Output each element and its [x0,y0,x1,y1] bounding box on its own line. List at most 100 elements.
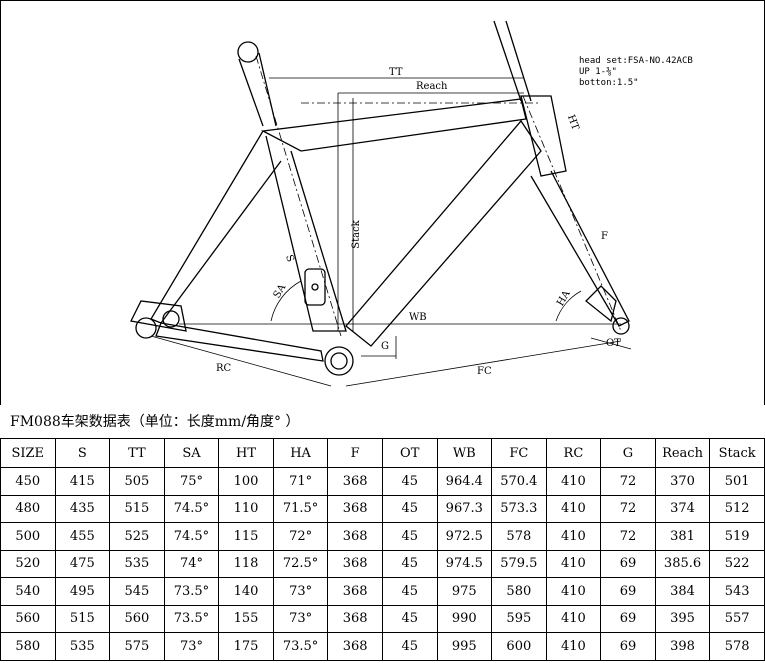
ot-label: OT [606,338,621,349]
table-cell: 964.4 [436,467,493,496]
table-cell: 155 [218,604,274,633]
table-cell: 74° [163,549,220,578]
table-cell: 540 [0,577,56,606]
table-cell: 175 [218,632,274,661]
table-cell: 573.3 [491,494,547,523]
fork-dropout [585,285,630,335]
table-header-cell: OT [381,438,438,468]
dimension-lines [150,55,632,387]
table-cell: 45 [381,577,438,606]
table-cell: 395 [654,604,711,633]
bike-frame-drawing [130,20,632,387]
table-cell: 975 [436,577,493,606]
table-cell: 370 [654,467,711,496]
table-cell: 73° [163,632,220,661]
spec-bottom: botton:1.5" [579,78,639,88]
table-cell: 535 [54,632,111,661]
table-cell: 100 [218,467,274,496]
table-cell: 368 [327,549,383,578]
table-cell: 45 [381,632,438,661]
table-cell: 580 [491,577,547,606]
table-cell: 545 [109,577,165,606]
table-cell: 410 [545,522,602,551]
table-header-cell: TT [109,438,165,468]
table-header-cell: SIZE [0,438,56,468]
table-cell: 45 [381,494,438,523]
table-header-cell: RC [545,438,602,468]
table-cell: 410 [545,467,602,496]
table-cell: 368 [327,604,383,633]
table-header-cell: Reach [654,438,711,468]
table-cell: 73.5° [272,632,329,661]
table-cell: 73.5° [163,577,220,606]
table-cell: 72 [600,522,656,551]
table-cell: 368 [327,522,383,551]
table-cell: 990 [436,604,493,633]
table-cell: 501 [709,467,765,496]
table-cell: 967.3 [436,494,493,523]
frame-drawing-area: TT Reach HT Stack S SA HA F WB G RC FC O… [0,0,765,405]
table-cell: 115 [218,522,274,551]
table-cell: 520 [0,549,56,578]
table-cell: 450 [0,467,56,496]
table-cell: 410 [545,494,602,523]
table-cell: 480 [0,494,56,523]
seat-post [237,41,277,127]
table-cell: 515 [109,494,165,523]
table-header-cell: FC [491,438,547,468]
table-cell: 535 [109,549,165,578]
table-cell: 368 [327,632,383,661]
table-caption: FM088车架数据表（单位：长度mm/角度° ） [10,414,300,430]
table-cell: 519 [709,522,765,551]
table-cell: 71° [272,467,329,496]
table-cell: 410 [545,577,602,606]
table-cell: 118 [218,549,274,578]
table-cell: 368 [327,494,383,523]
spec-headset: head set:FSA-NO.42ACB [579,56,693,66]
table-cell: 69 [600,604,656,633]
table-cell: 575 [109,632,165,661]
rear-dropout [130,300,187,339]
table-cell: 475 [54,549,111,578]
table-header-cell: WB [436,438,493,468]
table-cell: 455 [54,522,111,551]
table-cell: 72 [600,494,656,523]
table-cell: 74.5° [163,522,220,551]
wb-label: WB [409,312,427,323]
table-cell: 522 [709,549,765,578]
f-label: F [601,231,608,242]
table-cell: 570.4 [491,467,547,496]
table-cell: 995 [436,632,493,661]
bottom-bracket [324,346,354,376]
tt-label: TT [389,67,403,78]
table-header-cell: G [600,438,656,468]
reach-label: Reach [416,81,448,92]
table-cell: 579.5 [491,549,547,578]
table-cell: 972.5 [436,522,493,551]
table-cell: 75° [163,467,220,496]
table-cell: 73° [272,604,329,633]
table-cell: 140 [218,577,274,606]
g-label: G [381,341,389,352]
table-cell: 381 [654,522,711,551]
table-cell: 578 [709,632,765,661]
table-cell: 580 [0,632,56,661]
table-cell: 45 [381,604,438,633]
table-cell: 410 [545,604,602,633]
table-header-cell: S [54,438,111,468]
table-cell: 557 [709,604,765,633]
table-cell: 543 [709,577,765,606]
table-cell: 525 [109,522,165,551]
table-header-cell: SA [163,438,220,468]
table-cell: 578 [491,522,547,551]
table-cell: 368 [327,467,383,496]
